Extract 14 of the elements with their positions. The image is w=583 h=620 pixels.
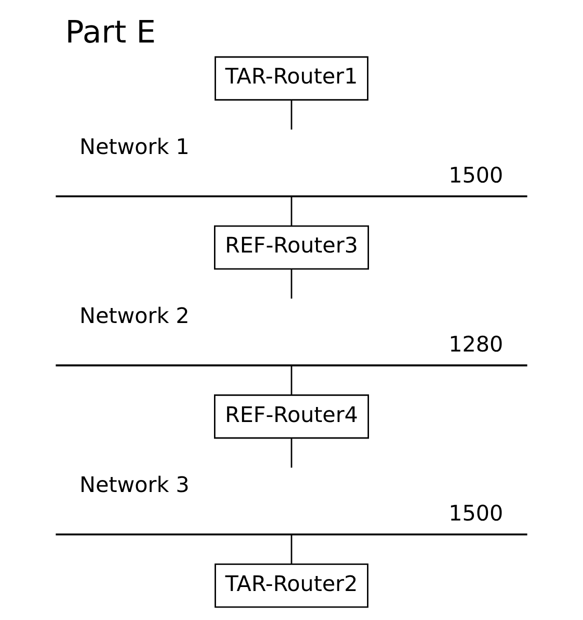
node-text: Network 1 1500: [80, 134, 504, 188]
connector: [290, 366, 292, 395]
connector: [290, 438, 292, 468]
diagram-title: Part E: [65, 14, 156, 50]
node-text: Network 2 1280: [80, 304, 504, 358]
node-box: TAR-Router1: [214, 56, 368, 101]
node-text: Network 3 1500: [80, 473, 504, 527]
connector: [290, 269, 292, 299]
node-box: TAR-Router2: [214, 563, 368, 608]
connector: [290, 196, 292, 226]
connector: [290, 534, 292, 564]
connector: [290, 100, 292, 130]
node-box: REF-Router3: [214, 225, 369, 270]
node-box: REF-Router4: [214, 394, 369, 439]
